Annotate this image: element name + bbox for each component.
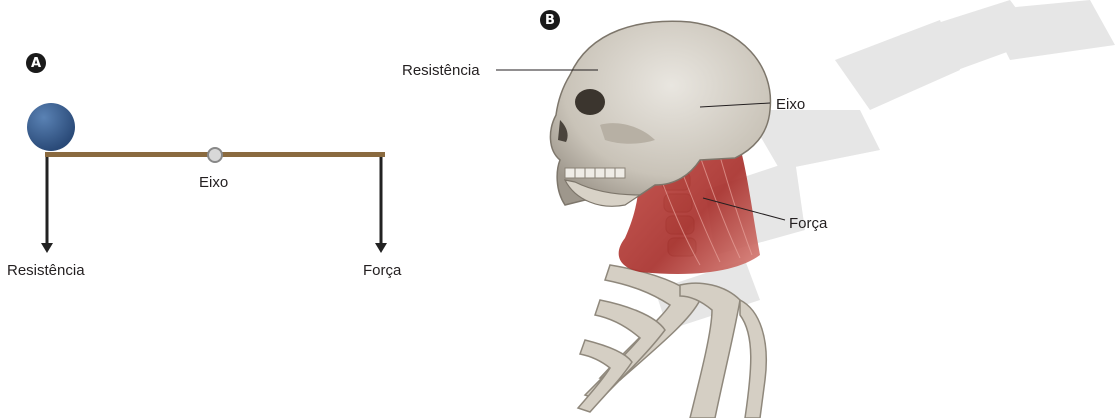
- ribcage: [578, 265, 766, 418]
- skull-resistance-label: Resistência: [402, 62, 480, 79]
- skull-axis-label: Eixo: [776, 96, 805, 113]
- skull-force-label: Força: [789, 215, 827, 232]
